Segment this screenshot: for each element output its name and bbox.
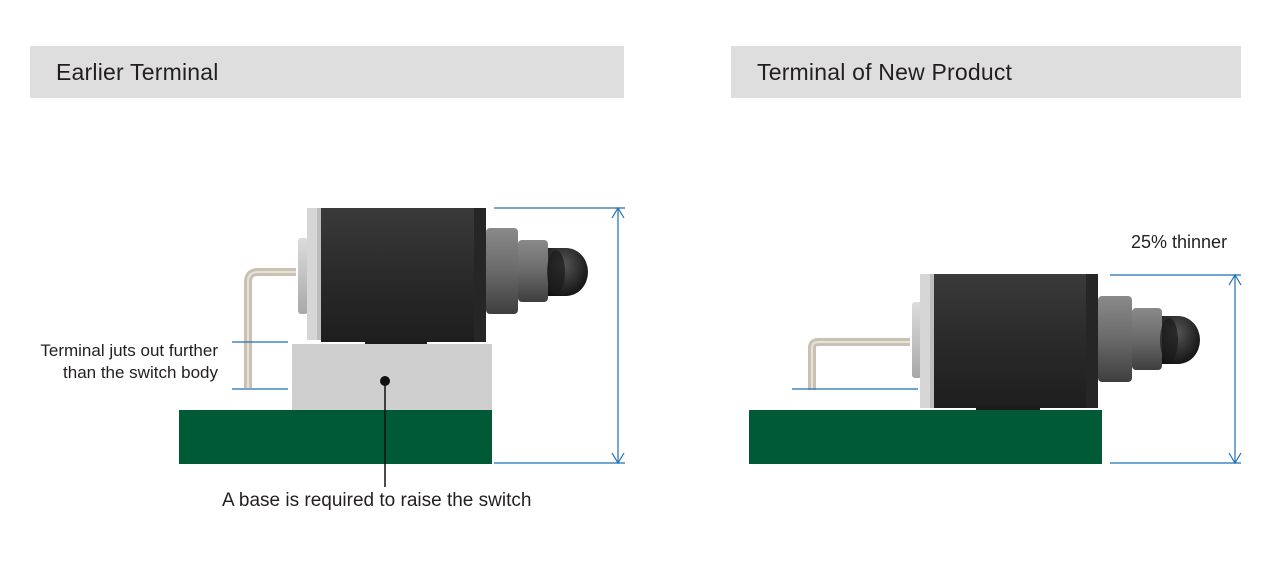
right-height-dimension xyxy=(1110,273,1242,465)
terminal-juts-note: Terminal juts out further than the switc… xyxy=(20,340,218,384)
left-rear-stub xyxy=(298,238,308,314)
earlier-terminal-header: Earlier Terminal xyxy=(30,46,624,98)
left-jut-callout xyxy=(232,341,288,390)
right-terminal-pin xyxy=(808,338,910,390)
left-terminal-pin xyxy=(244,268,296,388)
left-pcb xyxy=(179,410,492,464)
new-switch-assembly xyxy=(749,274,1200,464)
terminal-juts-note-line1: Terminal juts out further xyxy=(40,341,218,360)
earlier-terminal-title: Earlier Terminal xyxy=(56,58,219,85)
left-raising-base xyxy=(292,344,492,410)
left-height-dimension xyxy=(494,206,625,465)
right-pcb xyxy=(749,410,1102,464)
left-plunger xyxy=(486,228,518,314)
new-product-header: Terminal of New Product xyxy=(731,46,1241,98)
thinner-note: 25% thinner xyxy=(1131,232,1228,252)
right-plunger xyxy=(1098,296,1132,382)
right-switch-body xyxy=(934,274,1086,408)
new-product-title: Terminal of New Product xyxy=(757,58,1013,85)
terminal-juts-note-line2: than the switch body xyxy=(63,363,218,382)
base-required-note: A base is required to raise the switch xyxy=(222,490,532,511)
left-switch-body xyxy=(321,208,474,342)
earlier-switch-assembly xyxy=(179,208,588,464)
